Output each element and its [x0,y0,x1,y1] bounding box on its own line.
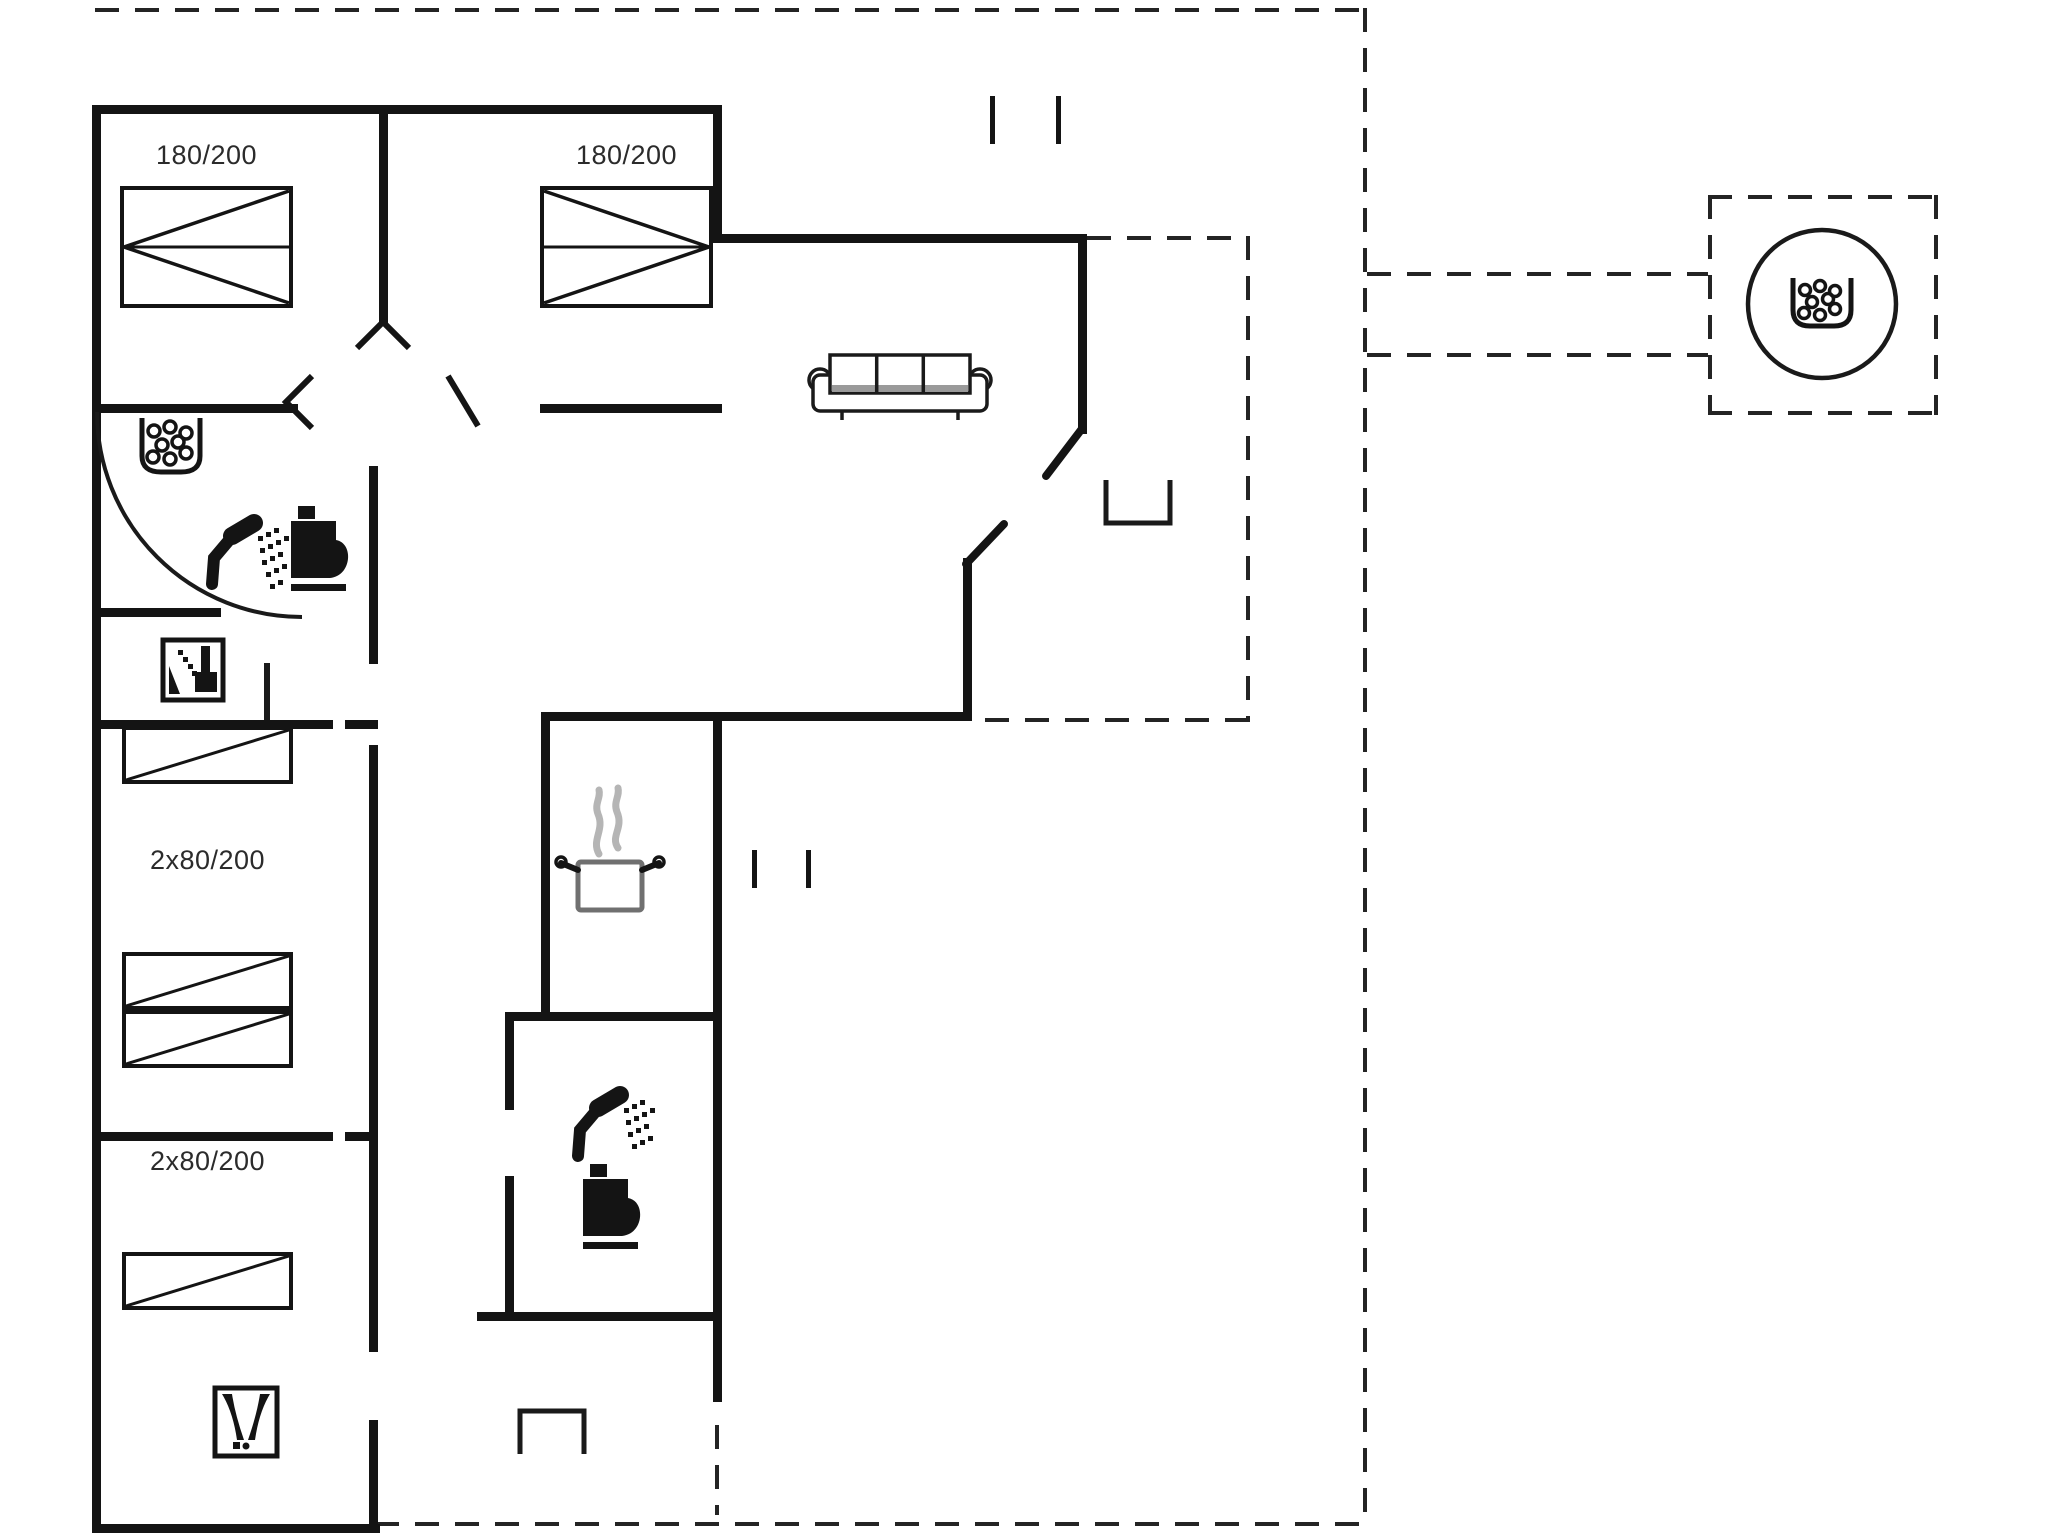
wall-washroom-top [92,608,221,617]
porch-outline [715,1425,719,1515]
wall-bedroom2-right [713,105,722,243]
shower-icon [572,1086,655,1162]
wall-living-southeast [963,558,972,720]
wall-washroom-jamb [264,663,270,723]
wall-bath2-bottom [477,1312,722,1321]
inner-terrace-right [1246,236,1250,722]
terrace-outline-top [95,8,1367,12]
step-marker [990,96,995,144]
hot-tub-terrace-left [1708,195,1712,415]
door-step [517,1408,587,1454]
terrace-outline-right [1363,8,1367,1526]
inner-terrace-bottom [985,718,1250,722]
step-marker [752,850,757,888]
hot-tub-terrace-top [1708,195,1938,199]
patio-door-leaf [1042,426,1085,480]
door-chevron [354,317,412,351]
step-marker [1056,96,1061,144]
hot-tub-icon [1745,227,1899,381]
wall-bedroom-divider [379,112,388,324]
wall-hall-left-upper [369,466,378,664]
wall-living-top [713,234,1087,243]
inner-terrace-top [1087,236,1250,240]
wall-room3-top-a [92,720,333,729]
wall-bedroom2-bottom [540,404,722,413]
wall-kitchen-left [541,712,550,1020]
bunk-bed [122,726,293,784]
wall-bath2-top [505,1012,722,1021]
wall-bath2-left-upper [505,1012,514,1110]
bed-size-label: 2x80/200 [149,1146,266,1176]
wall-living-right [1078,234,1087,434]
wall-room4-top-b [345,1132,378,1141]
wall-entry-right [369,1420,378,1533]
hot-tub-terrace-right [1934,195,1938,415]
double-bed [120,186,293,308]
boots-icon [212,1385,280,1459]
door-chevron [281,373,315,431]
hot-tub-path-lower [1367,353,1708,357]
sofa [807,353,993,420]
bunk-bed [122,952,293,1010]
bed-size-label: 2x80/200 [149,845,266,875]
bunk-bed [122,1010,293,1068]
toilet-icon [291,506,349,591]
hot-tub-path-upper [1367,272,1708,276]
wall-top [92,105,722,114]
wall-bath2-left-lower [505,1176,514,1321]
wall-living-bottom [546,712,972,721]
double-bed [540,186,713,308]
bed-size-label: 180/200 [575,140,678,170]
bed-size-label: 180/200 [155,140,258,170]
wall-room4-top-a [92,1132,333,1141]
wall-room3-top-b [345,720,378,729]
door-step [1103,480,1173,526]
bunk-bed [122,1252,293,1310]
cooking-pot-icon [554,784,666,913]
shower-icon [206,514,289,590]
wall-bottom [92,1524,380,1533]
terrace-outline-bottom [375,1522,1367,1526]
door-chevron [445,374,481,428]
toilet-icon [583,1164,641,1249]
wall-hall-left-lower [369,745,378,1352]
whirlpool-tub-icon [139,418,203,475]
hot-tub-terrace-bottom [1708,411,1938,415]
wall-bedroom1-bottom [92,404,298,413]
wall-left [92,105,101,1533]
wall-mid-right [713,712,722,1402]
step-marker [806,850,811,888]
washing-machine-icon [160,637,226,703]
